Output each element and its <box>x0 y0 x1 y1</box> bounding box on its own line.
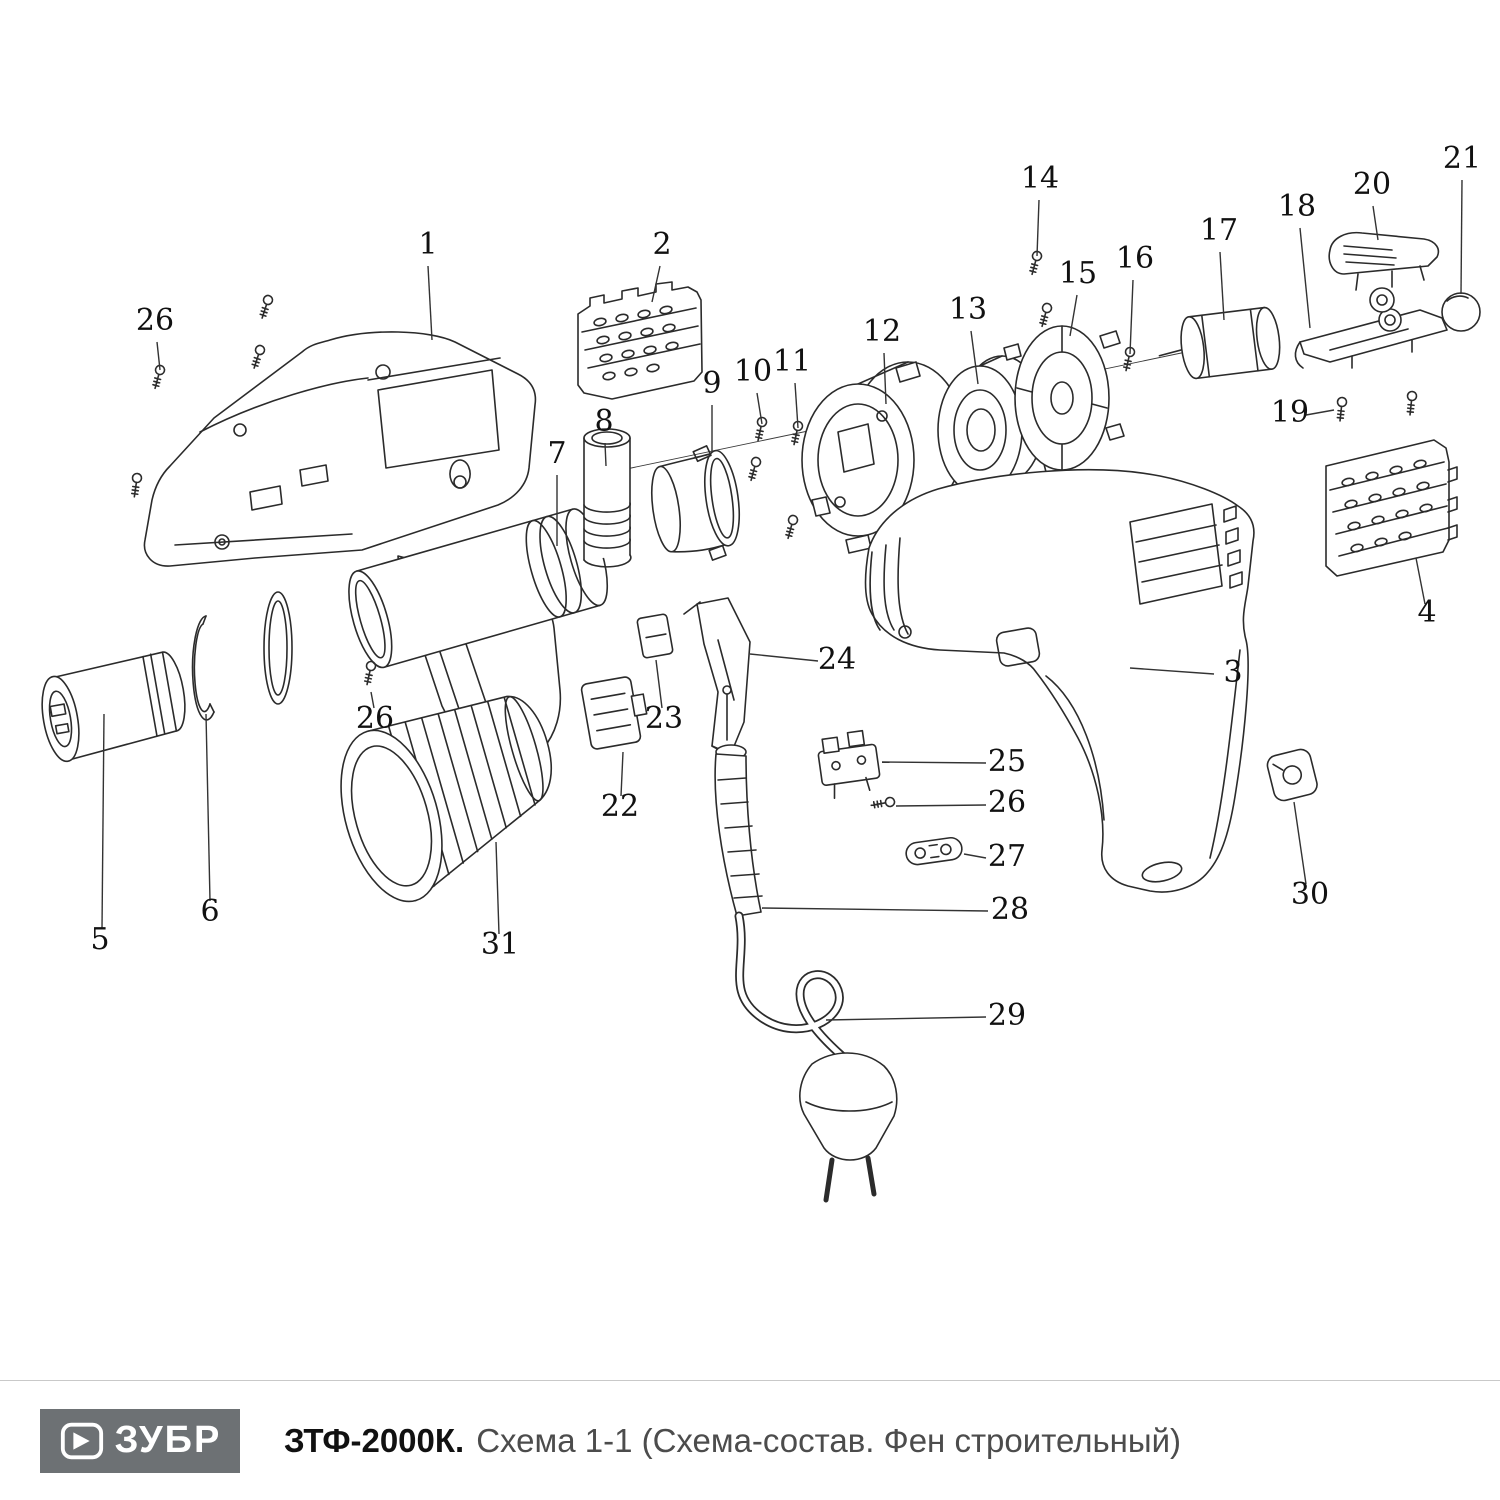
part-callout-5: 5 <box>90 922 109 957</box>
part-20-thermostat <box>1328 231 1440 313</box>
part-18-bracket-plate <box>1294 308 1448 369</box>
part-callout-29: 29 <box>988 998 1026 1033</box>
diagram-caption: ЗТФ-2000К. Схема 1-1 (Схема-состав. Фен с… <box>284 1422 1181 1460</box>
part-30-cap <box>1266 748 1318 802</box>
part-callout-28: 28 <box>991 892 1029 927</box>
part-23-insert <box>636 613 674 659</box>
zubr-logo-icon <box>60 1422 103 1459</box>
leader-line-14 <box>1036 199 1040 257</box>
part-callout-15: 15 <box>1059 256 1097 291</box>
part-callout-26: 26 <box>988 785 1026 820</box>
part-28-cord-guard <box>714 685 763 917</box>
brand-name: ЗУБР <box>114 1419 222 1461</box>
leader-line-13 <box>970 330 979 385</box>
part-callout-10: 10 <box>734 354 772 389</box>
part-5-nozzle <box>41 651 186 763</box>
part-8-mica-tube <box>583 428 632 568</box>
part-2-heater-grille <box>577 281 703 400</box>
part-callout-6: 6 <box>200 894 219 929</box>
part-27-cord-clamp <box>905 836 963 866</box>
part-callout-4: 4 <box>1417 595 1436 630</box>
leader-line-19 <box>1305 409 1335 416</box>
part-callout-11: 11 <box>773 344 811 379</box>
part-3-right-housing <box>864 468 1255 893</box>
part-callout-17: 17 <box>1200 213 1238 248</box>
part-13-fan <box>937 355 1045 495</box>
leader-line-12 <box>883 352 887 405</box>
leader-line-22 <box>620 751 624 797</box>
leader-line-20 <box>1372 205 1379 241</box>
part-callout-22: 22 <box>601 789 639 824</box>
leader-line-30 <box>1293 801 1307 885</box>
leader-line-11 <box>794 382 799 429</box>
leader-line-8 <box>604 442 607 467</box>
part-17-motor <box>1158 306 1281 380</box>
leader-line-26 <box>156 341 161 371</box>
part-callout-8: 8 <box>594 404 613 439</box>
zubr-logo: ЗУБР <box>40 1408 240 1473</box>
part-callout-1: 1 <box>418 227 437 262</box>
footer: ЗУБР ЗТФ-2000К. Схема 1-1 (Схема-состав. … <box>0 1380 1500 1500</box>
leader-line-15 <box>1069 294 1078 337</box>
part-callout-3: 3 <box>1223 655 1242 690</box>
part-31-intake-cone <box>340 695 553 903</box>
part-callout-18: 18 <box>1278 189 1316 224</box>
leader-line-21 <box>1460 179 1463 295</box>
model-name: ЗТФ-2000К. <box>284 1421 465 1459</box>
part-25-switch-block <box>817 729 881 800</box>
leader-line-28 <box>761 907 989 912</box>
part-12-fan-housing <box>801 361 965 554</box>
part-22-switch-slider <box>580 676 648 750</box>
leader-line-23 <box>655 659 663 709</box>
leader-line-26 <box>370 691 375 709</box>
leader-line-1 <box>427 265 433 341</box>
part-callout-20: 20 <box>1353 167 1391 202</box>
leader-line-26 <box>895 804 987 807</box>
part-4-grille <box>1325 439 1458 577</box>
scheme-subtitle: Схема 1-1 (Схема-состав. Фен строительны… <box>476 1421 1182 1459</box>
part-callout-16: 16 <box>1116 241 1154 276</box>
leader-line-29 <box>825 1016 987 1021</box>
leader-line-17 <box>1219 251 1225 321</box>
part-9-inner-sleeve <box>650 445 741 561</box>
part-callout-21: 21 <box>1443 141 1481 176</box>
part-callout-24: 24 <box>818 642 856 677</box>
leader-line-18 <box>1299 227 1311 329</box>
part-callout-30: 30 <box>1291 877 1329 912</box>
part-19-screws <box>1334 390 1418 423</box>
part-callout-19: 19 <box>1271 395 1309 430</box>
part-29-power-cord <box>734 911 898 1203</box>
part-callout-27: 27 <box>988 839 1026 874</box>
part-callout-25: 25 <box>988 744 1026 779</box>
part-callout-7: 7 <box>547 436 566 471</box>
part-callout-9: 9 <box>702 366 721 401</box>
leader-line-10 <box>756 392 763 425</box>
part-6-ring-clip <box>191 591 293 721</box>
part-callout-14: 14 <box>1021 161 1059 196</box>
leader-line-4 <box>1415 557 1426 605</box>
leader-line-25 <box>881 761 987 764</box>
leader-line-27 <box>963 853 987 859</box>
leader-line-16 <box>1129 279 1134 355</box>
leader-line-24 <box>749 653 819 662</box>
part-15-motor-cover <box>1003 325 1125 477</box>
exploded-view-drawing: 1226142021181716151312101198719432423262… <box>41 141 1481 1203</box>
leader-line-31 <box>495 841 500 935</box>
part-callout-12: 12 <box>863 314 901 349</box>
part-callout-13: 13 <box>949 292 987 327</box>
part-callout-23: 23 <box>645 701 683 736</box>
leader-line-3 <box>1129 667 1215 675</box>
leader-line-2 <box>651 265 661 303</box>
part-callout-31: 31 <box>481 927 519 962</box>
part-callout-26: 26 <box>356 701 394 736</box>
part-callout-26: 26 <box>136 303 174 338</box>
leader-line-5 <box>101 713 105 930</box>
part-callout-2: 2 <box>652 227 671 262</box>
leader-line-6 <box>205 713 211 902</box>
part-21-cap-disc <box>1441 292 1481 332</box>
